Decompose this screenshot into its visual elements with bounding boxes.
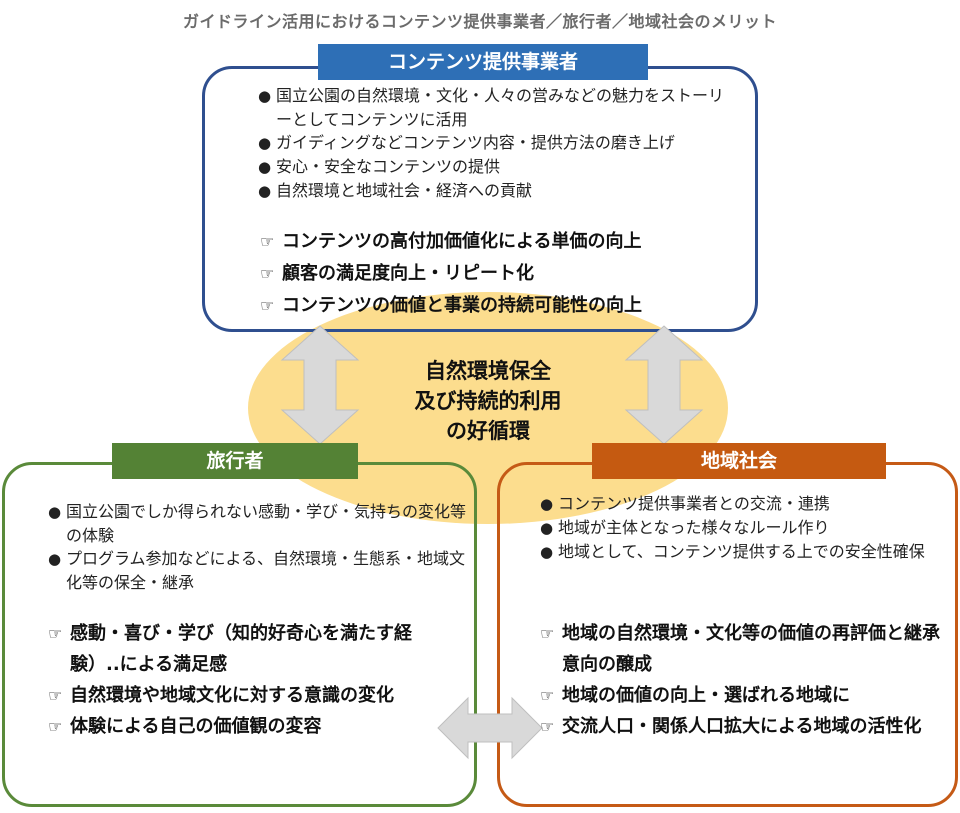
traveler-benefit-list: 感動・喜び・学び（知的好奇心を満たす経験）..による満足感 自然環境や地域文化に… bbox=[48, 618, 458, 742]
list-item: コンテンツ提供事業者との交流・連携 bbox=[540, 492, 945, 516]
central-cycle-label: 自然環境保全 及び持続的利用 の好循環 bbox=[378, 356, 598, 446]
community-header: 地域社会 bbox=[592, 443, 886, 479]
center-line: の好循環 bbox=[446, 419, 530, 443]
list-item: 地域が主体となった様々なルール作り bbox=[540, 516, 945, 540]
benefit-item: 顧客の満足度向上・リピート化 bbox=[260, 258, 740, 290]
list-item: 自然環境と地域社会・経済への貢献 bbox=[258, 179, 738, 203]
provider-benefit-list: コンテンツの高付加価値化による単価の向上 顧客の満足度向上・リピート化 コンテン… bbox=[260, 226, 740, 322]
benefit-item: 体験による自己の価値観の変容 bbox=[48, 711, 458, 742]
provider-traveler-arrow bbox=[280, 325, 360, 445]
benefit-item: コンテンツの高付加価値化による単価の向上 bbox=[260, 226, 740, 258]
benefit-item: 感動・喜び・学び（知的好奇心を満たす経験）..による満足感 bbox=[48, 618, 458, 680]
list-item: 国立公園でしか得られない感動・学び・気持ちの変化等の体験 bbox=[48, 500, 466, 547]
page-title: ガイドライン活用におけるコンテンツ提供事業者／旅行者／地域社会のメリット bbox=[182, 12, 777, 31]
provider-community-arrow bbox=[624, 325, 704, 445]
benefit-item: 地域の自然環境・文化等の価値の再評価と継承意向の醸成 bbox=[540, 618, 940, 680]
center-line: 及び持続的利用 bbox=[414, 389, 562, 413]
provider-bullet-list: 国立公園の自然環境・文化・人々の営みなどの魅力をストーリーとしてコンテンツに活用… bbox=[258, 84, 738, 203]
benefit-item: 自然環境や地域文化に対する意識の変化 bbox=[48, 680, 458, 711]
center-line: 自然環境保全 bbox=[425, 359, 551, 383]
list-item: ガイディングなどコンテンツ内容・提供方法の磨き上げ bbox=[258, 131, 738, 155]
provider-header: コンテンツ提供事業者 bbox=[318, 44, 648, 80]
community-bullet-list: コンテンツ提供事業者との交流・連携 地域が主体となった様々なルール作り 地域とし… bbox=[540, 492, 945, 564]
benefit-item: コンテンツの価値と事業の持続可能性の向上 bbox=[260, 290, 740, 322]
benefit-item: 交流人口・関係人口拡大による地域の活性化 bbox=[540, 711, 940, 742]
benefit-item: 地域の価値の向上・選ばれる地域に bbox=[540, 680, 940, 711]
list-item: 地域として、コンテンツ提供する上での安全性確保 bbox=[540, 540, 945, 564]
list-item: 安心・安全なコンテンツの提供 bbox=[258, 155, 738, 179]
traveler-header: 旅行者 bbox=[112, 443, 358, 479]
traveler-bullet-list: 国立公園でしか得られない感動・学び・気持ちの変化等の体験 プログラム参加などによ… bbox=[48, 500, 466, 594]
community-benefit-list: 地域の自然環境・文化等の価値の再評価と継承意向の醸成 地域の価値の向上・選ばれる… bbox=[540, 618, 940, 742]
list-item: プログラム参加などによる、自然環境・生態系・地域文化等の保全・継承 bbox=[48, 547, 466, 594]
list-item: 国立公園の自然環境・文化・人々の営みなどの魅力をストーリーとしてコンテンツに活用 bbox=[258, 84, 738, 131]
